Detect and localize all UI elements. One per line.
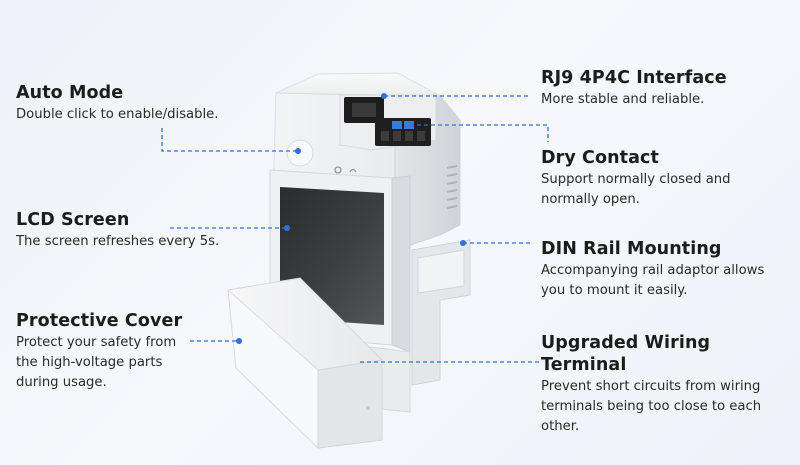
feature-title: Upgraded Wiring Terminal: [541, 333, 711, 375]
feature-description-line: Protect your safety from: [16, 335, 177, 350]
feature-description: Accompanying rail adaptor allows you to …: [541, 261, 764, 301]
feature-description: Protect your safety from the high-voltag…: [16, 333, 182, 393]
feature-title: Protective Cover: [16, 311, 183, 331]
feature-title: DIN Rail Mounting: [541, 239, 722, 259]
feature-description: More stable and reliable.: [541, 92, 705, 107]
feature-auto-mode: Auto Mode Double click to enable/disable…: [16, 82, 218, 125]
feature-din-rail-mounting: DIN Rail Mounting Accompanying rail adap…: [541, 238, 764, 301]
feature-title: Dry Contact: [541, 148, 659, 168]
feature-description: The screen refreshes every 5s.: [16, 234, 220, 249]
feature-description: Prevent short circuits from wiring termi…: [541, 377, 800, 437]
feature-description-line: other.: [541, 419, 580, 434]
feature-description-line: the high-voltage parts: [16, 355, 163, 370]
feature-protective-cover: Protective Cover Protect your safety fro…: [16, 310, 182, 393]
feature-description-line: Prevent short circuits from wiring: [541, 379, 761, 394]
feature-description: Double click to enable/disable.: [16, 107, 219, 122]
feature-description-line: normally open.: [541, 192, 640, 207]
feature-description-line: you to mount it easily.: [541, 283, 688, 298]
feature-description-line: terminals being too close to each: [541, 399, 762, 414]
feature-description: Support normally closed and normally ope…: [541, 170, 731, 210]
feature-title: LCD Screen: [16, 210, 130, 230]
feature-description-line: Accompanying rail adaptor allows: [541, 263, 765, 278]
feature-upgraded-wiring-terminal: Upgraded Wiring Terminal Prevent short c…: [541, 332, 800, 437]
feature-rj9-interface: RJ9 4P4C Interface More stable and relia…: [541, 67, 727, 110]
feature-dry-contact: Dry Contact Support normally closed and …: [541, 147, 731, 210]
feature-description-line: Support normally closed and: [541, 172, 731, 187]
feature-description-line: during usage.: [16, 375, 107, 390]
feature-title: RJ9 4P4C Interface: [541, 68, 727, 88]
feature-lcd-screen: LCD Screen The screen refreshes every 5s…: [16, 209, 219, 252]
feature-title: Auto Mode: [16, 83, 124, 103]
